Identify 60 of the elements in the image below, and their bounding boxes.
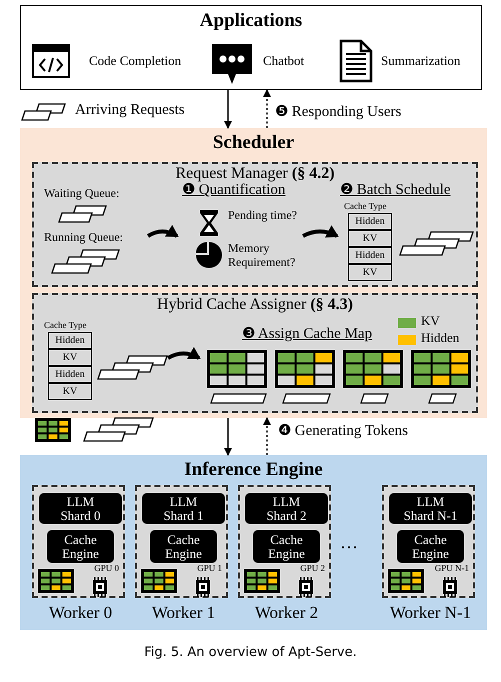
worker-label: Worker N-1 [388, 603, 472, 623]
gpu-label: GPU 0 [94, 563, 119, 573]
edge-label: ❺ Responding Users [275, 103, 402, 121]
step-heading: ❶ Quantification [182, 182, 286, 199]
arrow [224, 418, 232, 456]
question-text: Pending time? [228, 208, 298, 222]
panel-title: Inference Engine [183, 459, 324, 481]
legend-text: KV [421, 313, 440, 329]
scheduler-panel [20, 128, 487, 418]
arrow [263, 89, 271, 128]
table-cell: KV [348, 230, 392, 247]
table-cell: KV [348, 264, 392, 281]
component-box: LLM Shard 1 [142, 493, 225, 524]
app-label: Code Completion [89, 53, 201, 73]
component-box: LLM Shard N-1 [389, 493, 472, 524]
curved-arrow [147, 224, 179, 238]
component-box: Cache Engine [150, 530, 217, 563]
curved-arrow [302, 225, 339, 238]
table-cell: Hidden [348, 213, 392, 230]
table-cell: KV [48, 383, 92, 400]
component-box: LLM Shard 2 [245, 493, 328, 524]
app-label: Summarization [381, 53, 481, 73]
module-panel [32, 293, 478, 413]
queue-label: Running Queue: [44, 230, 123, 245]
legend-text: Hidden [421, 330, 460, 346]
gpu-label: GPU N-1 [434, 563, 469, 573]
ellipsis-text: … [340, 532, 358, 553]
table-header: Cache Type [344, 201, 386, 211]
panel-title: Hybrid Cache Assigner (§ 4.3) [156, 296, 354, 314]
curved-arrow [167, 347, 201, 360]
worker-label: Worker 0 [48, 603, 114, 623]
engine-panel [20, 455, 487, 630]
step-heading: ❷ Batch Schedule [340, 181, 450, 199]
component-box: Cache Engine [47, 530, 114, 563]
app-label: Chatbot [263, 53, 325, 73]
queue-label: Waiting Queue: [44, 186, 120, 201]
table-cell: Hidden [48, 332, 92, 349]
edge-label: ❹ Generating Tokens [278, 422, 408, 440]
table-cell: Hidden [348, 247, 392, 264]
table-cell: Hidden [48, 366, 92, 383]
panel-title: Scheduler [212, 132, 296, 154]
panel-title: Applications [198, 10, 304, 32]
arrow [263, 417, 271, 455]
module-panel [32, 162, 478, 287]
question-text: Memory Requirement? [228, 241, 296, 269]
table-header: Cache Type [44, 320, 86, 330]
arrow [224, 90, 232, 129]
applications-panel [20, 5, 482, 90]
table-cell: KV [48, 349, 92, 366]
step-heading: ❸ Assign Cache Map [242, 325, 372, 343]
worker-label: Worker 2 [254, 603, 320, 623]
edge-label: Arriving Requests [75, 102, 185, 119]
figure-caption: Fig. 5. An overview of Apt-Serve. [143, 645, 358, 660]
component-box: Cache Engine [397, 530, 464, 563]
component-box: LLM Shard 0 [39, 493, 122, 524]
worker-label: Worker 1 [150, 603, 216, 623]
gpu-label: GPU 1 [197, 563, 222, 573]
component-box: Cache Engine [253, 530, 320, 563]
gpu-label: GPU 2 [300, 563, 325, 573]
panel-title: Request Manager (§ 4.2) [174, 165, 336, 182]
